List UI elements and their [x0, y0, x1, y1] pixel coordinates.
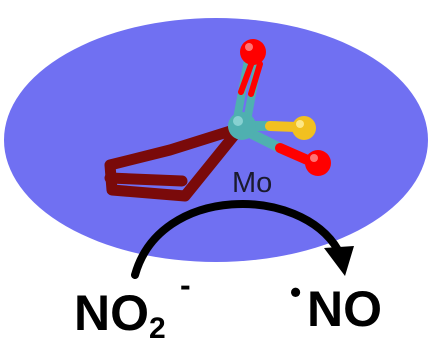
reactant-formula: NO [74, 285, 149, 338]
molybdenum-atom-highlight [233, 116, 243, 126]
reaction-arrow [131, 200, 342, 279]
arrow-head [324, 246, 354, 276]
product-formula: NO [307, 281, 382, 337]
ligand-chelate-ring [104, 122, 246, 202]
oxygen-atom-right-highlight [310, 154, 318, 162]
oxygen-atom-top-highlight [245, 43, 253, 51]
molybdenum-label: Mo [232, 167, 272, 199]
reactant-subscript: 2 [149, 312, 166, 338]
oxygen-atom-right [305, 150, 331, 176]
reactant-symbol: NO [74, 285, 149, 338]
sulfur-atom-highlight [296, 120, 304, 128]
molybdenum-atom [228, 112, 256, 140]
sulfur-atom [292, 116, 316, 140]
oxygen-atom-top [240, 39, 266, 65]
reactant-charge: - [180, 267, 191, 303]
product-radical-dot: • [290, 274, 301, 310]
